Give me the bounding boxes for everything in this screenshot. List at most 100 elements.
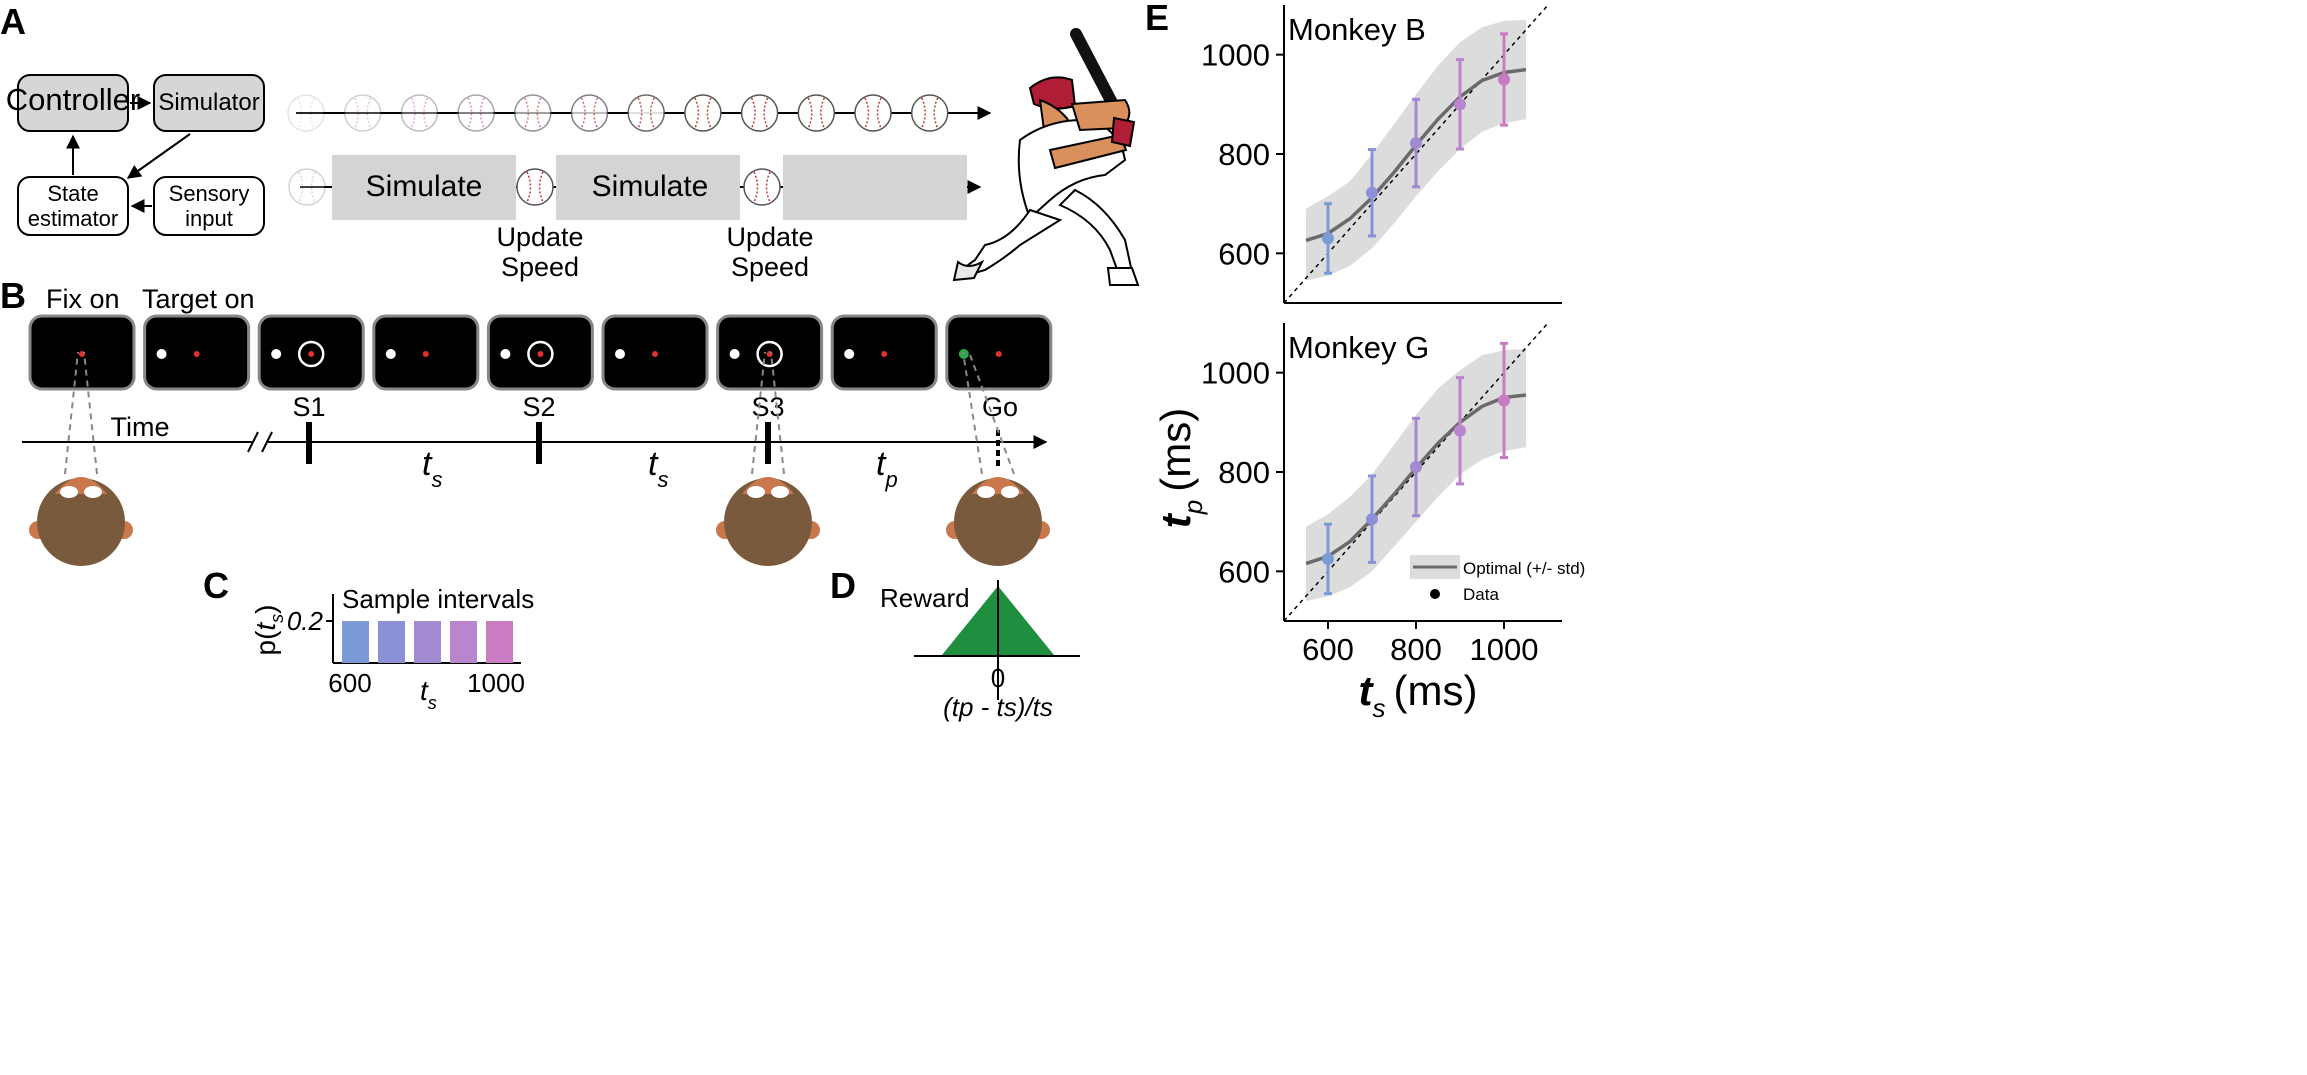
monkey-icon: [946, 351, 1050, 566]
monkey-illustrations: [29, 351, 1050, 566]
fixation-point: [881, 351, 888, 357]
ball-body: [627, 94, 665, 132]
ball-seam: [536, 97, 542, 129]
data-point: [1498, 73, 1510, 86]
panel-c-ylabel: p(ts): [250, 604, 287, 655]
s2-tick: [536, 422, 542, 464]
monkey-head: [724, 478, 812, 566]
panel-c-xtick-600: 600: [328, 668, 371, 698]
baseball-icon: [910, 94, 949, 132]
target-dot: [729, 349, 740, 359]
task-screen: [486, 314, 594, 391]
task-screen: [257, 314, 365, 391]
ball-body: [854, 94, 892, 132]
interval-bar: [450, 621, 477, 663]
task-screen: [945, 314, 1053, 391]
simulate-block: [332, 155, 516, 220]
target-dot: [615, 349, 625, 359]
task-screen: [28, 314, 136, 391]
ball-body: [343, 94, 382, 132]
interval-3-label: tp: [876, 445, 898, 492]
panel-e-ylabel: tp(ms): [1152, 408, 1208, 528]
ball-body: [457, 94, 495, 132]
monkey-eye: [771, 486, 789, 498]
data-point: [1366, 186, 1378, 199]
ball-seam: [526, 171, 532, 203]
x-tick-label: 800: [1390, 632, 1442, 667]
ball-body: [516, 168, 554, 206]
sample-intervals-title: Sample intervals: [342, 584, 534, 614]
baseball-icon: [570, 94, 609, 132]
y-tick-label: 800: [1218, 137, 1270, 172]
panel-a-letter: A: [0, 1, 26, 42]
monkey-head: [37, 478, 125, 566]
ball-seam: [310, 171, 316, 203]
panel-b: B Fix on Target on Time S1 S2 S3 Go ts t…: [0, 275, 1053, 566]
ball-seam: [298, 171, 304, 203]
ball-seam: [820, 97, 825, 129]
baseball-icon: [288, 168, 326, 206]
data-point: [1410, 461, 1422, 474]
ball-seam: [423, 97, 429, 129]
baseball-icon: [743, 168, 781, 206]
monkey-eye: [747, 486, 765, 498]
ball-seam: [694, 97, 700, 129]
target-dot: [156, 349, 167, 359]
update-speed-line-2: Speed: [501, 252, 579, 282]
s2-label: S2: [522, 392, 555, 422]
ball-seam: [649, 97, 655, 129]
ball-seam: [593, 97, 599, 129]
x-tick-label: 1000: [1470, 632, 1539, 667]
data-point: [1454, 98, 1466, 111]
monkey-icon: [716, 351, 820, 566]
ball-seam: [753, 171, 759, 203]
fixation-point: [995, 351, 1002, 357]
monkey-eye: [84, 486, 102, 498]
ball-seam: [479, 97, 485, 129]
s1-tick: [306, 422, 312, 464]
data-point: [1322, 552, 1334, 565]
plot-title: Monkey B: [1288, 12, 1426, 47]
go-label: Go: [982, 392, 1018, 422]
monkey-eye: [60, 486, 78, 498]
simulate-block: [556, 155, 740, 220]
data-point: [1498, 394, 1510, 407]
simulate-label: Simulate: [592, 170, 709, 203]
s1-label: S1: [292, 392, 325, 422]
ball-body: [287, 94, 325, 132]
panel-c-ytick: 0.2: [287, 606, 324, 636]
baseball-icon: [797, 94, 836, 132]
data-point: [1410, 137, 1422, 150]
state-estimator-line-1: State: [47, 181, 98, 206]
legend-data-label: Data: [1463, 585, 1499, 604]
fix-on-label: Fix on: [46, 284, 120, 314]
gaze-line: [751, 351, 766, 475]
ball-body: [400, 94, 439, 132]
ball-seam: [538, 171, 544, 203]
interval-2-label: ts: [648, 445, 668, 492]
sensory-input-line-2: input: [185, 206, 233, 231]
ball-seam: [864, 97, 870, 129]
ball-seam: [467, 97, 473, 129]
fixation-point: [79, 351, 85, 357]
baseball-icon: [684, 94, 722, 132]
s3-label: S3: [751, 392, 784, 422]
state-estimator-box: State estimator: [17, 176, 129, 236]
batter-illustration: [952, 28, 1140, 286]
panel-c-xtick-1000: 1000: [467, 668, 525, 698]
baseball-icon: [514, 94, 552, 132]
panel-c-xlabel: ts: [420, 675, 437, 713]
ball-body: [743, 168, 781, 206]
ball-body: [514, 94, 552, 132]
panel-e-xlabel: ts(ms): [1359, 667, 1478, 723]
trial-screens: [28, 314, 1053, 391]
sensory-input-line-1: Sensory: [169, 181, 250, 206]
fixation-point: [422, 351, 429, 357]
ball-seam: [524, 97, 530, 129]
task-screen: [143, 314, 251, 391]
data-point: [1366, 513, 1378, 526]
